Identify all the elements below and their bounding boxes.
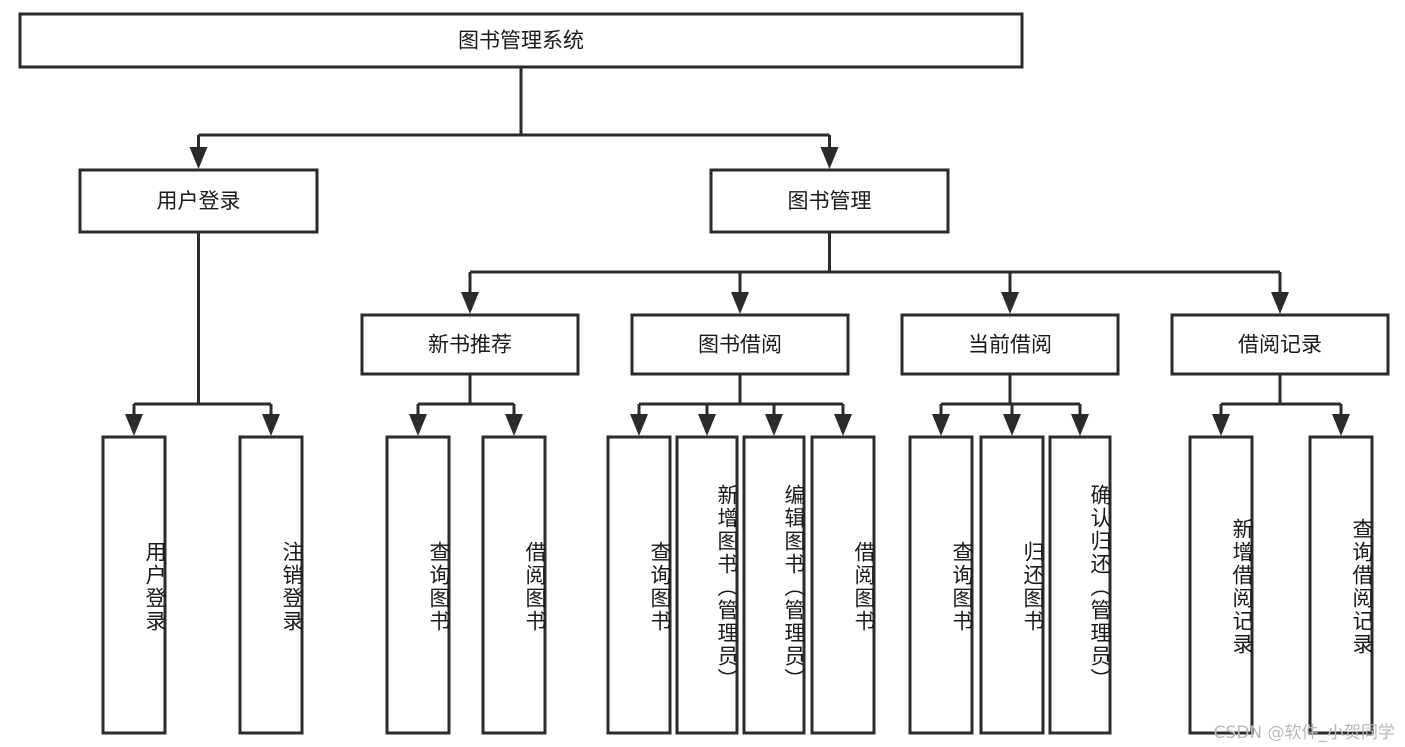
node-box-current-borrow[interactable] <box>900 313 1120 376</box>
node-box-borrow-book[interactable] <box>810 435 876 735</box>
node-box-query-book[interactable] <box>385 435 451 735</box>
node-label-book-management: 图书管理 <box>788 189 872 213</box>
node-box-add-borrow-record[interactable] <box>1188 435 1254 735</box>
node-box-borrow-record[interactable] <box>1170 313 1390 376</box>
node-box-book-management-system[interactable] <box>18 12 1024 69</box>
arrow-head-icon <box>505 414 523 436</box>
arrow-head-icon <box>932 414 950 436</box>
node-label-user-login: 用户登录 <box>157 189 241 213</box>
arrow-head-icon <box>765 414 783 436</box>
arrow-head-icon <box>834 414 852 436</box>
node-box-logout[interactable] <box>238 435 304 735</box>
arrow-head-icon <box>1212 414 1230 436</box>
node-label-book-borrow: 图书借阅 <box>698 333 782 357</box>
arrow-head-icon <box>189 147 208 169</box>
node-box-borrow-book[interactable] <box>481 435 547 735</box>
node-box-add-book-admin[interactable] <box>675 435 739 735</box>
node-label-new-book-recommend: 新书推荐 <box>428 333 512 357</box>
node-box-book-management[interactable] <box>709 168 950 234</box>
node-label-current-borrow: 当前借阅 <box>968 333 1052 357</box>
arrow-head-icon <box>1001 292 1019 314</box>
node-box-query-book[interactable] <box>908 435 974 735</box>
node-box-new-book-recommend[interactable] <box>360 313 580 376</box>
node-box-user-login[interactable] <box>78 168 319 234</box>
arrow-head-icon <box>461 292 479 314</box>
arrow-head-icon <box>820 147 839 169</box>
connectors-layer <box>125 67 1350 436</box>
node-box-confirm-return-admin[interactable] <box>1048 435 1112 735</box>
arrow-head-icon <box>125 414 143 436</box>
node-box-query-borrow-record[interactable] <box>1308 435 1374 735</box>
node-box-query-book[interactable] <box>606 435 672 735</box>
node-box-book-borrow[interactable] <box>630 313 850 376</box>
arrow-head-icon <box>409 414 427 436</box>
arrow-head-icon <box>1071 414 1089 436</box>
node-box-edit-book-admin[interactable] <box>742 435 806 735</box>
arrow-head-icon <box>262 414 280 436</box>
arrow-head-icon <box>1003 414 1021 436</box>
node-box-return-book[interactable] <box>979 435 1045 735</box>
node-label-borrow-record: 借阅记录 <box>1238 333 1322 357</box>
boxes-layer <box>18 12 1390 735</box>
arrow-head-icon <box>1271 292 1289 314</box>
node-box-user-login[interactable] <box>101 435 167 735</box>
node-label-book-management-system: 图书管理系统 <box>458 29 584 53</box>
arrow-head-icon <box>630 414 648 436</box>
arrow-head-icon <box>698 414 716 436</box>
arrow-head-icon <box>731 292 749 314</box>
arrow-head-icon <box>1332 414 1350 436</box>
